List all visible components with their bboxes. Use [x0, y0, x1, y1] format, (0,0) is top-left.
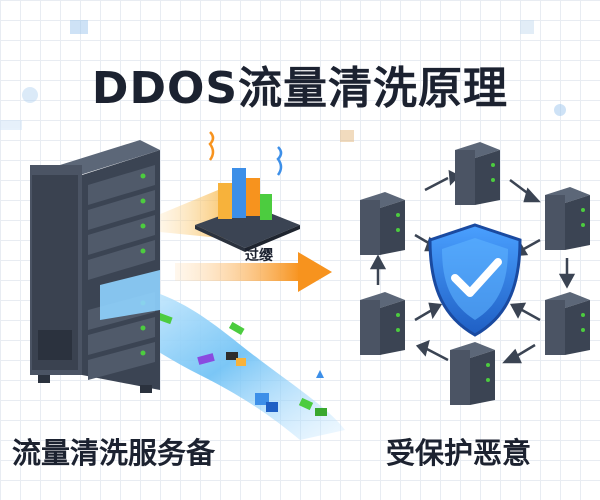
server-rack-icon — [30, 140, 160, 393]
traffic-bar-2 — [232, 168, 246, 218]
network-server-top — [455, 142, 500, 205]
server-drawers — [88, 165, 155, 380]
traffic-panel — [195, 131, 300, 252]
network-server-right-bottom — [545, 292, 590, 355]
network-server-right-top — [545, 187, 590, 250]
traffic-debris — [157, 312, 327, 416]
filter-arrow — [175, 252, 332, 292]
bg-decor — [0, 20, 566, 142]
shield-check-icon — [428, 223, 522, 337]
traffic-bar-4 — [260, 194, 272, 220]
water-stream — [115, 285, 345, 440]
network-server-left-top — [360, 192, 405, 255]
protected-target-label: 受保护恶意 — [386, 436, 532, 470]
traffic-bar-1 — [218, 183, 232, 219]
filter-arrow-label: 过缨 — [245, 248, 273, 264]
network-server-bottom — [450, 342, 495, 405]
page-title: DDOS流量清洗原理 — [91, 63, 509, 114]
traffic-bar-3 — [246, 178, 260, 216]
scrubbing-device-label: 流量清洗服务备 — [12, 436, 216, 470]
protected-network — [360, 142, 590, 405]
network-server-left-bottom — [360, 292, 405, 355]
network-arrows — [369, 169, 576, 364]
